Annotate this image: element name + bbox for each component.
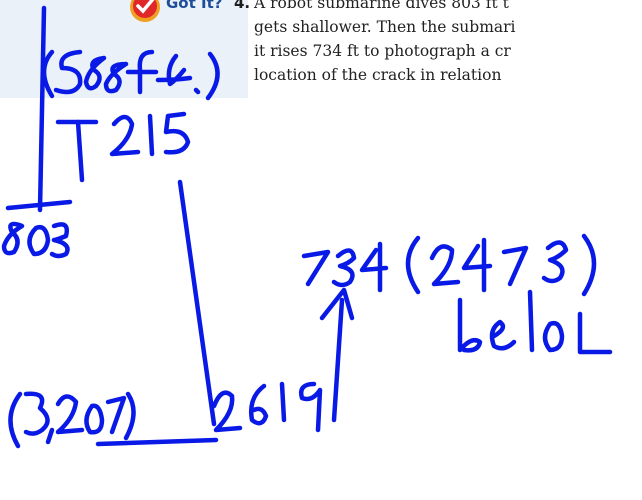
- problem-text-line-4: location of the crack in relation: [254, 66, 502, 84]
- problem-text-line-1: A robot submarine dives 803 ft t: [254, 0, 509, 12]
- problem-text-line-3: it rises 734 ft to photograph a cr: [254, 42, 511, 60]
- ink-text-2473: [405, 233, 597, 297]
- ink-bottom-line: [95, 437, 219, 447]
- ink-text-belov: [457, 289, 613, 355]
- ink-text-3207: [23, 391, 136, 445]
- ink-vertical-line-left: [37, 5, 47, 213]
- ink-arrow-shaft: [331, 297, 345, 423]
- ink-text-588ft: [41, 49, 220, 101]
- ink-text-734: [301, 241, 389, 293]
- checkmark-badge-icon: [130, 0, 160, 22]
- ink-arrow-head: [319, 287, 355, 321]
- problem-number: 4.: [234, 0, 251, 12]
- got-it-label: Got It?: [166, 0, 223, 12]
- ink-text-803: [1, 199, 73, 259]
- ink-vertical-line-right: [177, 179, 217, 427]
- ink-bracket-left: [8, 391, 23, 449]
- ink-text-215: [55, 111, 191, 183]
- problem-header: Got It? 4. A robot submarine dives 803 f…: [128, 0, 642, 108]
- problem-text-line-2: gets shallower. Then the submari: [254, 18, 516, 36]
- ink-text-2619: [211, 381, 323, 433]
